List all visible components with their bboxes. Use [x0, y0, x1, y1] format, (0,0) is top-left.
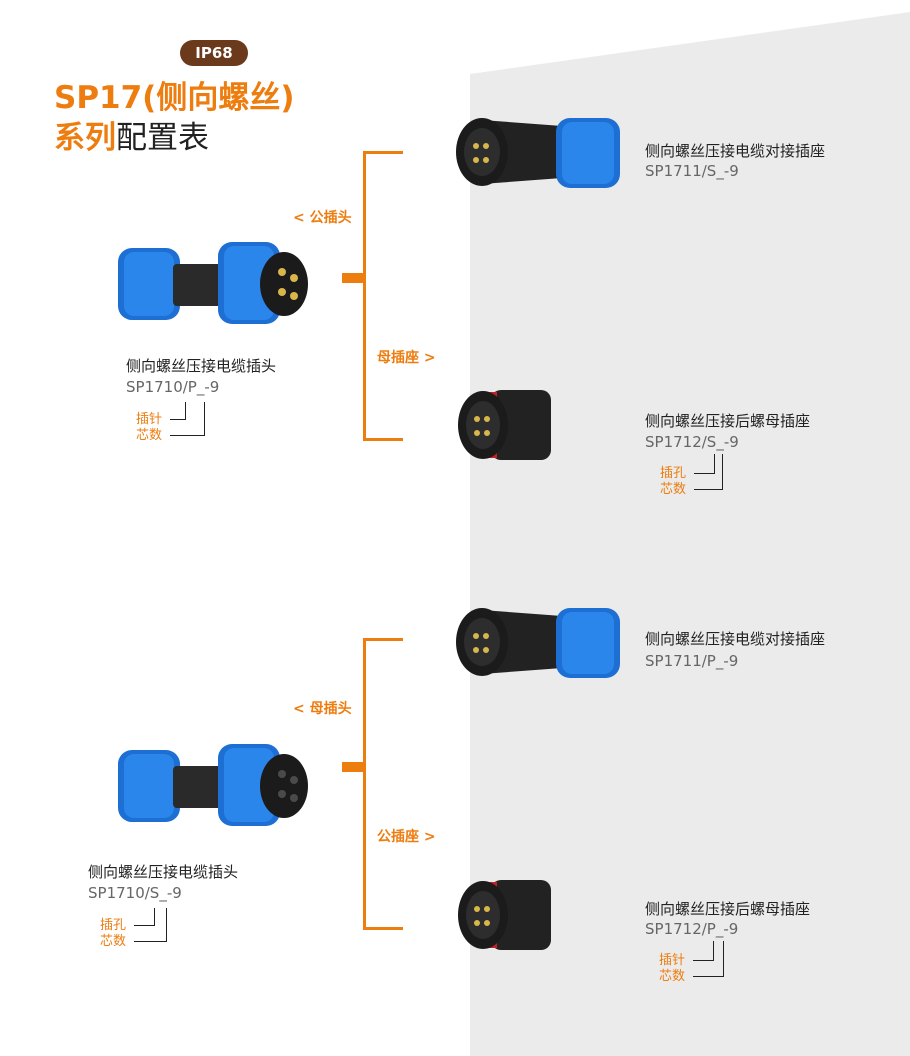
group1-right-bottom-code: SP1712/S_-9: [645, 433, 739, 451]
bracket-top: [363, 151, 403, 154]
group1-plug-annotation: 插针芯数: [136, 402, 216, 446]
mating-socket-image-2: [456, 608, 620, 678]
connector-bar-2: [342, 762, 364, 772]
connector-bar: [342, 273, 364, 283]
group2-plug-code: SP1710/S_-9: [88, 884, 182, 902]
rear-nut-socket-image: [458, 390, 551, 460]
mating-socket-image: [456, 118, 620, 188]
bracket-bottom: [363, 438, 403, 441]
group1-right-bottom-name: 侧向螺丝压接后螺母插座: [645, 412, 811, 430]
branch-label-bottom: 母插座 >: [377, 350, 436, 366]
branch-label-bottom-2: 公插座 >: [377, 829, 436, 845]
group1-right-bottom-annotation: 插孔芯数: [660, 454, 740, 500]
group1-plug-code: SP1710/P_-9: [126, 378, 220, 396]
group2-plug-name: 侧向螺丝压接电缆插头: [88, 863, 239, 881]
branch-label-top: < 公插头: [293, 210, 352, 226]
group1-plug-name: 侧向螺丝压接电缆插头: [126, 357, 277, 375]
group2-right-bottom-annotation: 插针芯数: [659, 941, 739, 987]
rear-nut-socket-image-2: [458, 880, 551, 950]
bracket-bottom-2: [363, 927, 403, 930]
bracket-vertical: [363, 151, 366, 441]
cable-plug-male-image: [118, 242, 308, 324]
group1-right-top-code: SP1711/S_-9: [645, 162, 739, 180]
cable-plug-female-image: [118, 744, 308, 826]
group2-right-bottom-name: 侧向螺丝压接后螺母插座: [645, 900, 811, 918]
group1-right-top-name: 侧向螺丝压接电缆对接插座: [645, 142, 826, 160]
group2-right-top-code: SP1711/P_-9: [645, 652, 739, 670]
group2-right-bottom-code: SP1712/P_-9: [645, 920, 739, 938]
bracket-vertical-2: [363, 638, 366, 930]
page-subtitle: 系列配置表: [54, 120, 209, 156]
group2-right-top-name: 侧向螺丝压接电缆对接插座: [645, 630, 826, 648]
page-title: SP17(侧向螺丝): [54, 80, 295, 116]
branch-label-top-2: < 母插头: [293, 701, 352, 717]
ip68-badge: IP68: [180, 40, 248, 66]
bracket-top-2: [363, 638, 403, 641]
group2-plug-annotation: 插孔芯数: [100, 908, 180, 952]
